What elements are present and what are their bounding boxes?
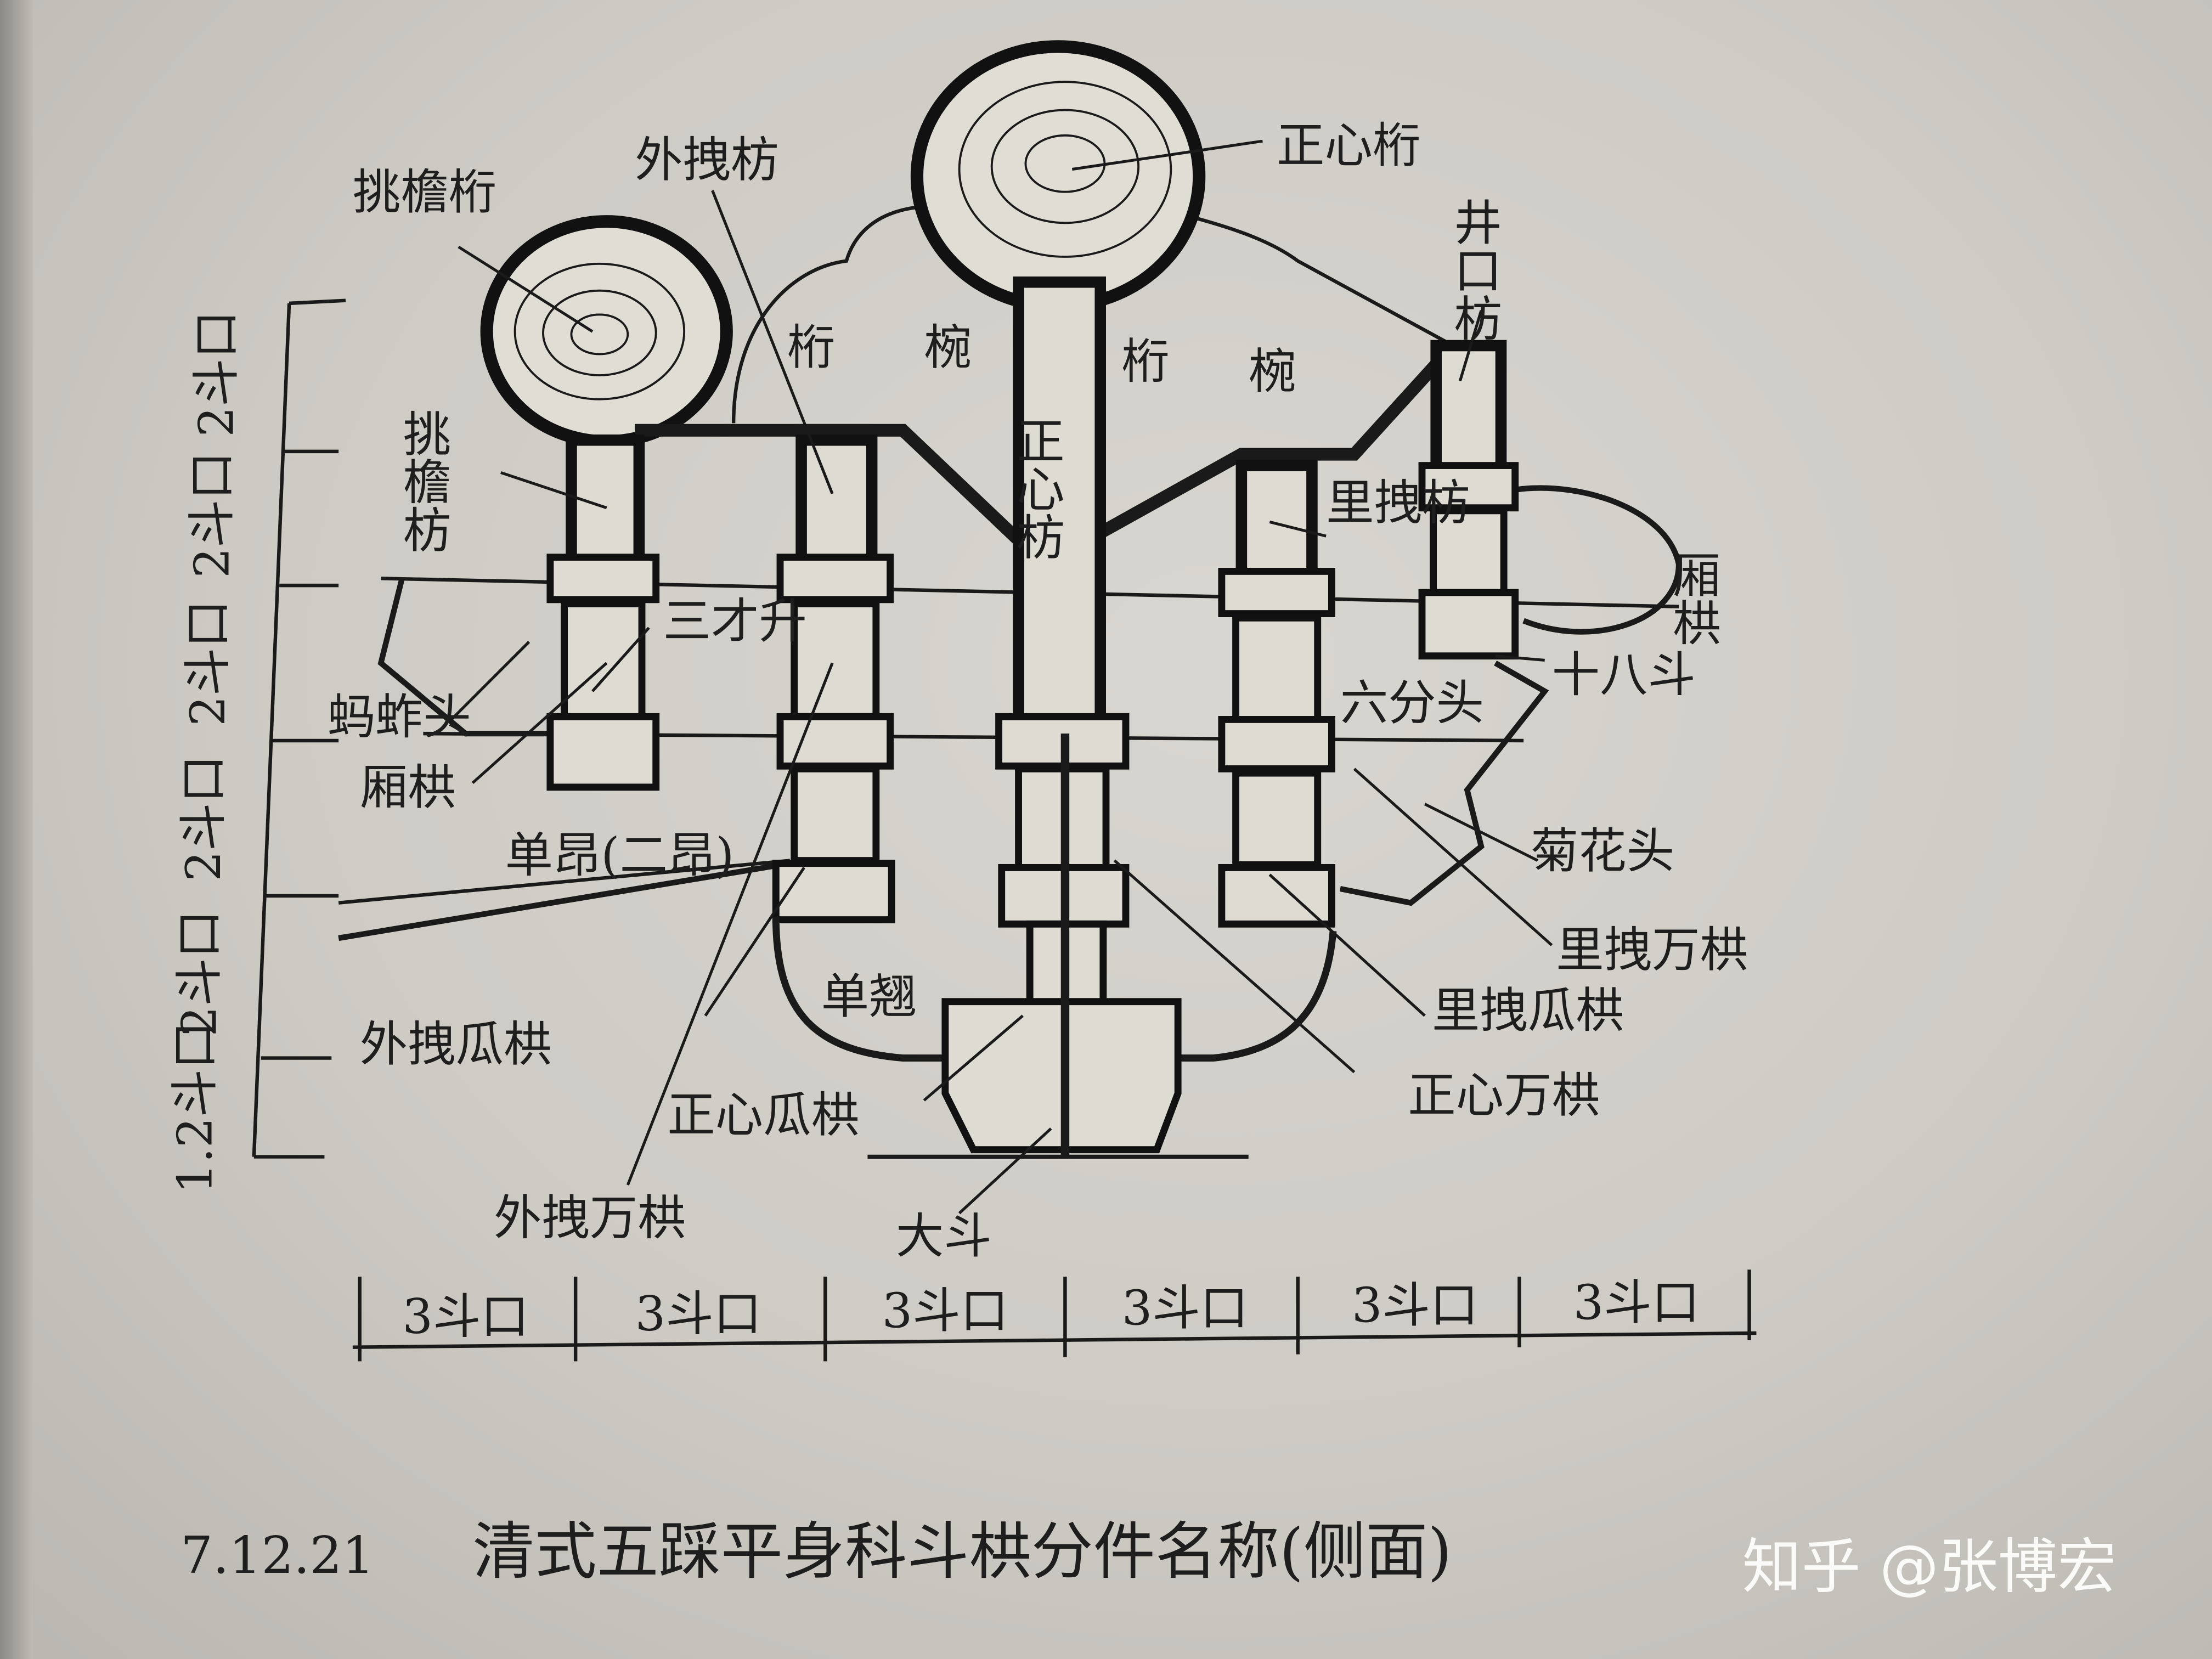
horizontal-dimension-label: 3斗口 [635,1286,761,1342]
horizontal-dimension-line [352,1269,1757,1362]
part-label: 外拽枋 [635,132,778,188]
part-label: 外拽瓜栱 [360,1017,552,1073]
part-label: 里拽万栱 [1556,922,1748,978]
part-label: 十八斗 [1552,647,1696,703]
part-label: 菊花头 [1531,823,1674,879]
vertical-dimension-label: 2斗口 [180,600,236,726]
top-beam [635,341,1458,572]
vertical-dimension-label: 2斗口 [171,910,227,1036]
part-label: 正心瓜栱 [667,1087,859,1143]
wood-grain-center [958,81,1172,258]
part-label: 单翘 [821,968,917,1024]
posts [566,276,1507,732]
page-edge [0,0,33,1659]
part-label: 里拽瓜栱 [1432,983,1624,1039]
liufentou-outline [1339,661,1549,906]
part-label: 桁 [1121,334,1169,390]
part-label: 正心桁 [1277,118,1420,174]
part-label: 挑檐枋 [395,409,451,553]
caption-title: 清式五踩平身科斗栱分件名称(侧面) [472,1515,1452,1588]
part-label: 挑檐桁 [353,165,496,221]
part-label: 里拽枋 [1326,475,1470,531]
part-labels: 挑檐桁外拽枋正心桁井口枋桁椀桁椀正心枋挑檐枋里拽枋厢栱三才升蚂蚱头厢栱十八斗六分… [328,118,1748,1265]
dan-qiao [772,917,1337,1062]
ang-and-xianggong-outline [338,485,1682,941]
part-label: 井口枋 [1446,198,1502,341]
part-label: 单昂(二昂) [505,827,735,883]
part-label: 三才升 [663,593,807,649]
part-label: 外拽万栱 [494,1190,686,1246]
part-label: 桁 [787,319,835,375]
part-label: 椀 [924,319,972,375]
dougong-drawing [252,40,1757,1362]
caption-number: 7.12.21 [180,1526,374,1585]
part-label: 厢栱 [360,760,456,816]
vertical-dimension-label: 2斗口 [184,452,240,578]
horizontal-dimension-label: 3斗口 [1122,1280,1248,1336]
vertical-dimension-label: 2斗口 [176,755,232,881]
horizontal-dimension-label: 3斗口 [882,1283,1008,1339]
part-label: 六分头 [1340,675,1484,731]
wood-grain-left [514,262,686,400]
part-label: 蚂蚱头 [328,689,471,745]
part-label: 厢栱 [1665,550,1721,646]
vertical-dimension-line [252,298,346,1159]
leader-lines [450,139,1553,1215]
part-label: 正心枋 [1009,416,1065,560]
vertical-dimension-label: 2斗口 [188,311,244,437]
horizontal-dimension-label: 3斗口 [1573,1274,1700,1330]
tiaoyan-heng-purlin [480,215,733,448]
horizontal-dimension-label: 3斗口 [402,1289,528,1345]
horizontal-dimension-labels: 3斗口 3斗口 3斗口 3斗口 3斗口 3斗口 [402,1274,1700,1345]
part-label: 正心万栱 [1408,1067,1600,1123]
horizontal-dimension-label: 3斗口 [1352,1277,1478,1333]
watermark: 知乎 @张博宏 [1742,1533,2117,1601]
vertical-dimension-label: 1.2斗口 [167,1022,223,1194]
part-label: 大斗 [896,1208,992,1264]
part-label: 椀 [1249,343,1296,399]
